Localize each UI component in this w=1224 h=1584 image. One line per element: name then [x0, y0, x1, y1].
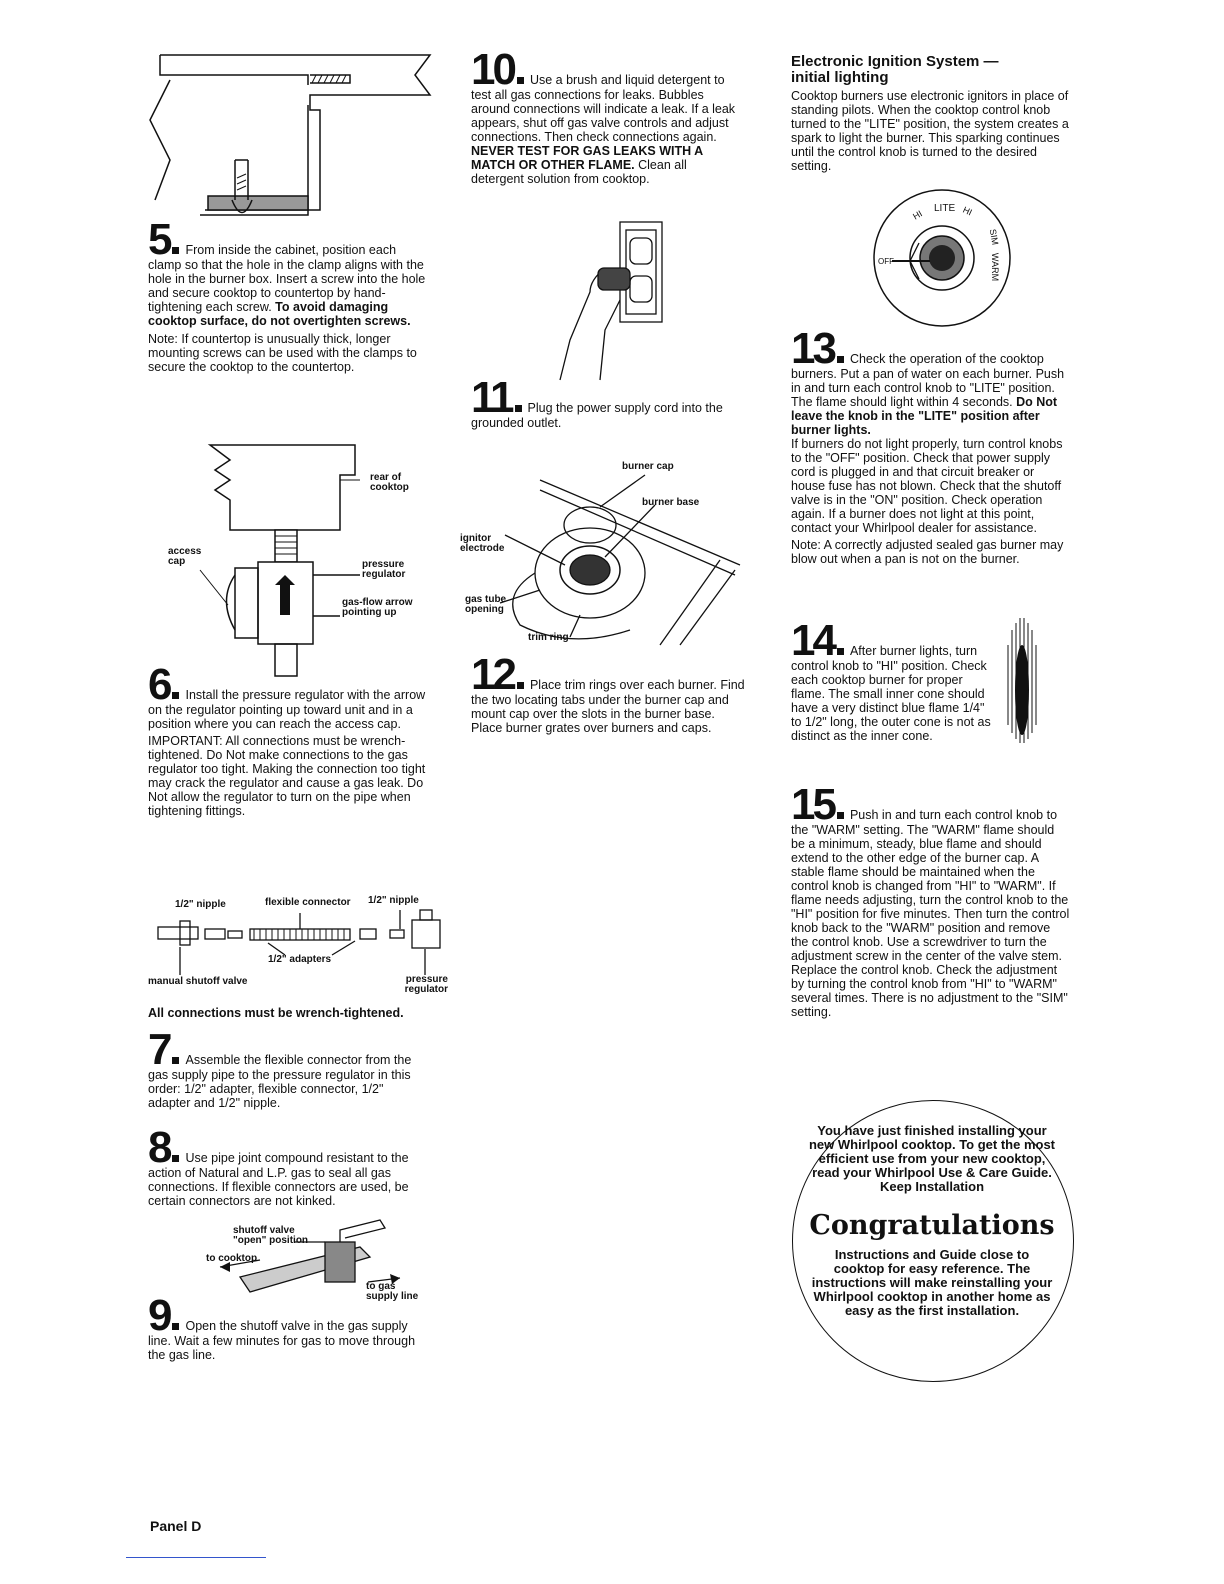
bullet-square-icon: [836, 812, 844, 819]
step-7-number: 7: [148, 1025, 173, 1074]
step-10-text: Use a brush and liquid detergent to test…: [471, 73, 736, 144]
label-manual-shutoff-valve: manual shutoff valve: [148, 976, 248, 987]
step-5-note: Note: If countertop is unusually thick, …: [148, 332, 417, 374]
label-adapters: 1/2" adapters: [268, 954, 332, 965]
bullet-square-icon: [172, 1323, 180, 1330]
step-12-number: 12: [471, 650, 517, 699]
label-ignitor-electrode: ignitor electrode: [460, 533, 505, 554]
knob-label-lite: LITE: [934, 203, 956, 214]
knob-label-off: OFF: [878, 257, 894, 266]
label-to-cooktop: to cooktop: [206, 1253, 258, 1264]
control-knob-dial-icon: [873, 189, 1011, 327]
congrats-title: Congratulations: [809, 1210, 1055, 1241]
label-access-cap: access cap: [168, 546, 202, 567]
ignition-section: Electronic Ignition System — initial lig…: [791, 53, 1071, 174]
burner-assembly-illustration: [499, 474, 741, 646]
step-9-number: 9: [148, 1291, 173, 1340]
step-8-text: Use pipe joint compound resistant to the…: [148, 1151, 409, 1208]
label-rear-of-cooktop: rear of cooktop: [370, 472, 409, 493]
bullet-square-icon: [172, 692, 180, 699]
step-8-number: 8: [148, 1123, 173, 1172]
step-11-number: 11: [471, 373, 514, 422]
flexible-connector-illustration: [157, 909, 441, 975]
step-6-important: IMPORTANT: All connections must be wrenc…: [148, 734, 426, 818]
label-to-gas-supply: to gas supply line: [366, 1281, 419, 1302]
step-13-warning: Do Not leave the knob in the "LITE" posi…: [791, 395, 1058, 437]
step-13-note: Note: A correctly adjusted sealed gas bu…: [791, 538, 1064, 566]
bullet-square-icon: [516, 77, 524, 84]
page-underline: [126, 1557, 266, 1558]
label-burner-cap: burner cap: [622, 461, 674, 472]
congrats-post-text: Instructions and Guide close to cooktop …: [811, 1247, 1053, 1318]
step-13-number: 13: [791, 324, 837, 373]
step-9-text: Open the shutoff valve in the gas supply…: [148, 1319, 416, 1362]
step-10-number: 10: [471, 45, 517, 94]
step-10-text2: Clean all detergent solution from cookto…: [471, 158, 687, 186]
ignition-text: Cooktop burners use electronic ignitors …: [791, 89, 1069, 173]
bullet-square-icon: [172, 1155, 180, 1162]
bullet-square-icon: [172, 1057, 180, 1064]
label-nipple-1: 1/2" nipple: [175, 899, 226, 910]
step-6-text: Install the pressure regulator with the …: [148, 688, 426, 731]
step-6-number: 6: [148, 660, 173, 709]
step-5-text: From inside the cabinet, position each c…: [148, 243, 426, 314]
step-14-text: After burner lights, turn control knob t…: [791, 644, 991, 743]
step-12-text: Place trim rings over each burner. Find …: [471, 678, 745, 735]
connector-caption: All connections must be wrench-tightened…: [148, 1006, 404, 1020]
step-10-warning: NEVER TEST FOR GAS LEAKS WITH A MATCH OR…: [471, 144, 703, 172]
label-nipple-2: 1/2" nipple: [368, 895, 419, 906]
step-14-number: 14: [791, 616, 837, 665]
label-gas-flow-arrow: gas-flow arrow pointing up: [342, 597, 413, 618]
step-11-text: Plug the power supply cord into the grou…: [471, 401, 723, 430]
bullet-square-icon: [516, 682, 524, 689]
bullet-square-icon: [172, 247, 180, 254]
congrats-pre-text: You have just finished installing your n…: [808, 1123, 1056, 1194]
bullet-square-icon: [836, 648, 844, 655]
label-burner-base: burner base: [642, 497, 700, 508]
bullet-square-icon: [514, 405, 522, 412]
pressure-regulator-illustration: [199, 444, 360, 677]
clamp-illustration: [149, 54, 432, 216]
step-15-text: Push in and turn each control knob to th…: [791, 808, 1070, 1019]
ignition-heading: Electronic Ignition System — initial lig…: [791, 53, 999, 86]
label-gas-tube-opening: gas tube opening: [465, 594, 507, 615]
label-pressure-regulator: pressure regulator: [362, 559, 406, 580]
step-15-number: 15: [791, 780, 837, 829]
label-shutoff-valve: shutoff valve "open" position: [233, 1225, 309, 1246]
step-5-number: 5: [148, 215, 173, 264]
panel-label: Panel D: [150, 1518, 202, 1534]
step-7-text: Assemble the flexible connector from the…: [148, 1053, 412, 1110]
step-5-warning: To avoid damaging cooktop surface, do no…: [148, 300, 411, 328]
step-13-text2: If burners do not light properly, turn c…: [791, 437, 1063, 535]
step-13-text: Check the operation of the cooktop burne…: [791, 352, 1065, 409]
label-connector-pressure-regulator: pressure regulator: [404, 974, 448, 995]
label-trim-ring: trim ring: [528, 632, 569, 643]
congrats-circle: [792, 1100, 1074, 1382]
shutoff-valve-illustration: [219, 1219, 401, 1293]
flame-icon: [1007, 618, 1037, 743]
knob-label-warm: WARM: [990, 252, 1001, 282]
label-flexible-connector: flexible connector: [265, 897, 351, 908]
plug-outlet-illustration: [559, 221, 663, 381]
bullet-square-icon: [836, 356, 844, 363]
